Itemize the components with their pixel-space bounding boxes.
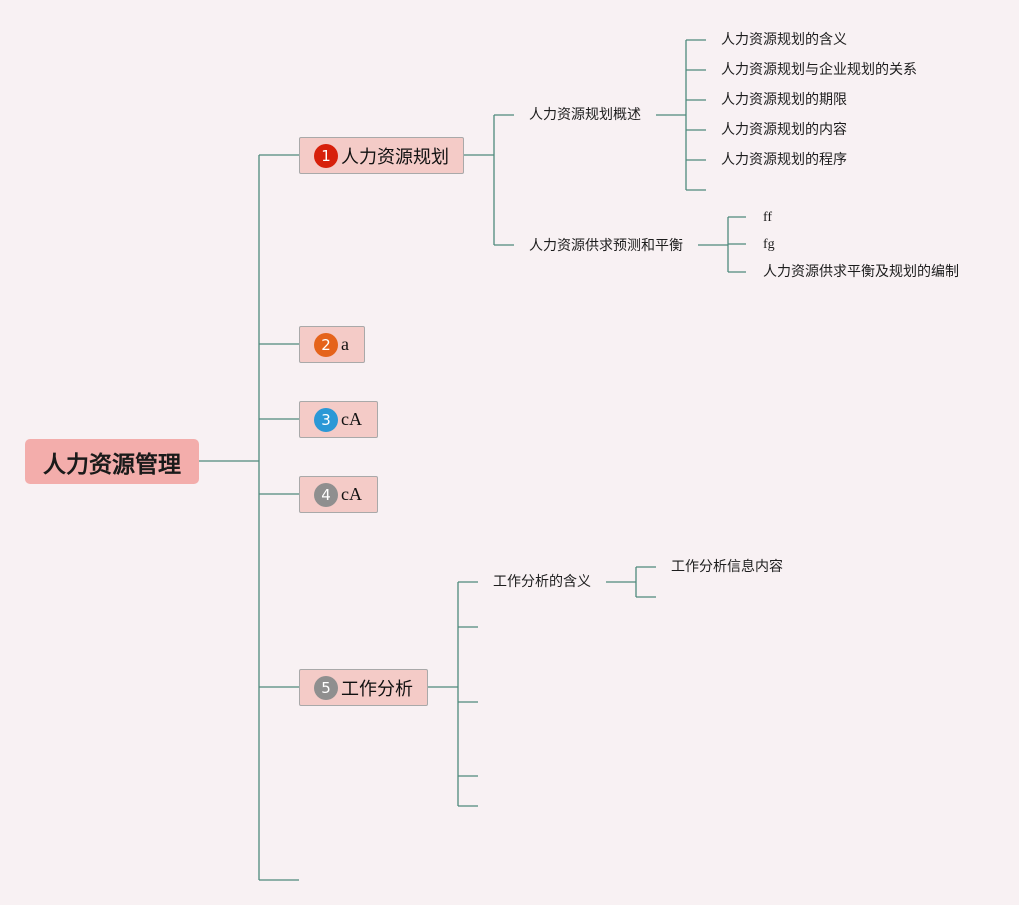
topic-2-label: a xyxy=(341,334,349,354)
root-label: 人力资源管理 xyxy=(43,451,181,478)
topic-1-label: 人力资源规划 xyxy=(341,146,449,168)
topic-1[interactable]: 1 人力资源规划 xyxy=(299,137,464,174)
number-2-badge-icon: 2 xyxy=(314,332,338,357)
leaf-planning-procedure[interactable]: 人力资源规划的程序 xyxy=(721,152,847,168)
leaf-planning-content[interactable]: 人力资源规划的内容 xyxy=(721,122,847,138)
leaf-planning-meaning[interactable]: 人力资源规划的含义 xyxy=(721,32,847,48)
leaf-fg[interactable]: fg xyxy=(763,237,775,252)
number-4-badge-icon: 4 xyxy=(314,482,338,507)
topic-2[interactable]: 2 a xyxy=(299,326,365,363)
topic-3-label: cA xyxy=(341,409,362,429)
subtopic-supply-demand-forecast[interactable]: 人力资源供求预测和平衡 xyxy=(529,238,683,254)
topic-3[interactable]: 3 cA xyxy=(299,401,378,438)
leaf-planning-term[interactable]: 人力资源规划的期限 xyxy=(721,92,847,108)
topic-5-label: 工作分析 xyxy=(341,678,413,700)
subtopic-planning-overview[interactable]: 人力资源规划概述 xyxy=(529,107,641,123)
leaf-balance-and-planning[interactable]: 人力资源供求平衡及规划的编制 xyxy=(763,264,959,280)
topic-5[interactable]: 5 工作分析 xyxy=(299,669,428,706)
leaf-planning-enterprise-relation[interactable]: 人力资源规划与企业规划的关系 xyxy=(721,62,917,78)
leaf-job-analysis-info[interactable]: 工作分析信息内容 xyxy=(671,559,783,575)
leaf-ff[interactable]: ff xyxy=(763,210,773,225)
topic-4[interactable]: 4 cA xyxy=(299,476,378,513)
root-topic[interactable]: 人力资源管理 xyxy=(25,439,199,484)
number-5-badge-icon: 5 xyxy=(314,675,338,700)
number-1-badge-icon: 1 xyxy=(314,143,338,168)
subtopic-job-analysis-meaning[interactable]: 工作分析的含义 xyxy=(493,574,591,590)
topic-4-label: cA xyxy=(341,484,362,504)
number-3-badge-icon: 3 xyxy=(314,407,338,432)
